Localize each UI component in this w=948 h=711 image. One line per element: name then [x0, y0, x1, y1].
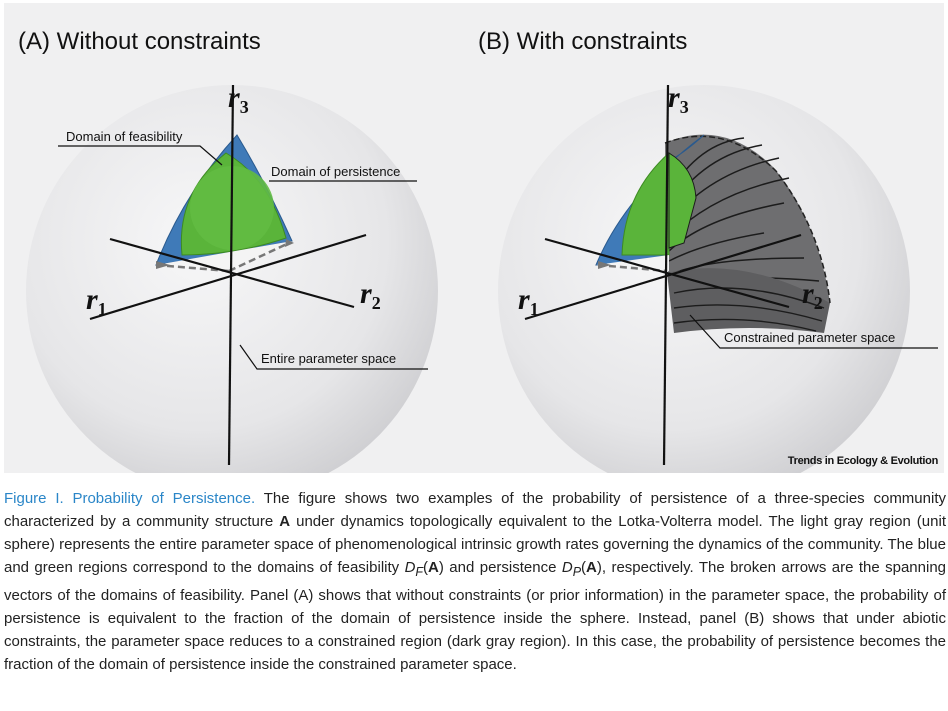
caption-paren-2: ( [581, 559, 587, 576]
axes-b [524, 84, 802, 466]
axis-label-r2-a: r2 [360, 277, 381, 313]
axis-label-r2-b: r2 [802, 277, 823, 313]
axis-label-r1-a: r1 [86, 283, 107, 319]
caption-text-3: ) and persistence [438, 559, 562, 576]
panel-a-title: (A) Without constraints [18, 28, 261, 55]
axis-label-r3-a: r3 [228, 81, 249, 117]
caption-text-4: ), respectively. The broken arrows are t… [4, 559, 947, 673]
axis-label-r1-b: r1 [518, 283, 539, 319]
caption-df: D [404, 559, 416, 576]
caption-dp: D [561, 559, 573, 576]
caption-text-1: The figure shows two examples of the pro… [4, 490, 946, 530]
panel-b-title: (B) With constraints [478, 28, 688, 55]
caption-dp-sub: P [572, 565, 582, 579]
caption-matrix-a-3: A [586, 559, 597, 576]
figure-illustration [26, 84, 938, 473]
caption-title: Figure I. Probability of Persistence. [4, 490, 256, 507]
source-journal: Trends in Ecology & Evolution [787, 455, 939, 467]
caption-matrix-a: A [279, 513, 291, 530]
domain-persistence-b [621, 151, 697, 256]
leader-lines [58, 145, 938, 370]
label-domain-persistence: Domain of persistence [271, 164, 401, 179]
caption-matrix-a-2: A [428, 559, 439, 576]
triangle-base-a [155, 239, 294, 273]
figure-caption: Figure I. Probability of Persistence. Th… [4, 487, 946, 676]
axes-a [89, 84, 367, 466]
label-domain-feasibility: Domain of feasibility [66, 129, 183, 144]
caption-paren-1: ( [423, 559, 429, 576]
label-entire-space: Entire parameter space [261, 351, 397, 366]
caption-df-sub: F [415, 565, 424, 579]
label-constrained-space: Constrained parameter space [724, 330, 896, 345]
caption-text-2: under dynamics topologically equivalent … [4, 513, 946, 576]
axis-label-r3-b: r3 [668, 81, 689, 117]
figure-panel: (A) Without constraints (B) With constra… [4, 3, 944, 473]
